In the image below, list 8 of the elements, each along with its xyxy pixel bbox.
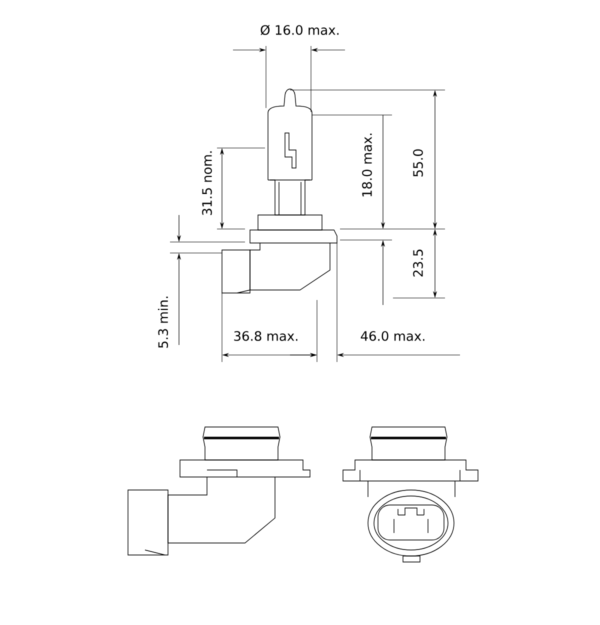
dimension-label: 23.5 [413, 250, 423, 277]
dimension-label: 18.0 max. [362, 134, 372, 196]
dimension-label: 5.3 min. [158, 296, 168, 348]
dimension-label: 31.5 nom. [202, 151, 212, 216]
dimension-label: 55.0 [413, 149, 423, 176]
dimension-label: 46.0 max. [360, 331, 424, 341]
dimension-label: 36.8 max. [234, 331, 298, 341]
dimension-label: Ø 16.0 max. [260, 24, 339, 36]
